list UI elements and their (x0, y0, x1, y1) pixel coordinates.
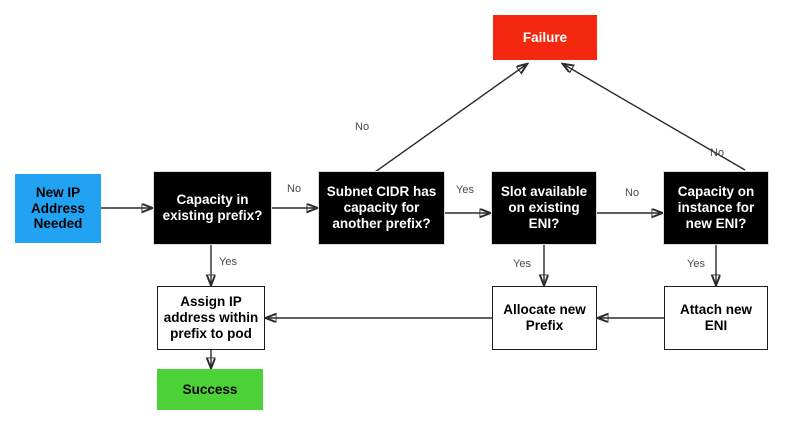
node-subnet-cidr-capacity[interactable]: Subnet CIDR has capacity for another pre… (319, 172, 444, 244)
edge-label-subnet-no: No (355, 121, 370, 133)
node-slot-available-on-existing-eni-label: Slot available on existing ENI? (500, 184, 588, 231)
edge-label-subnet-yes: Yes (456, 184, 474, 196)
node-allocate-new-prefix[interactable]: Allocate new Prefix (492, 286, 597, 350)
node-assign-ip-address[interactable]: Assign IP address within prefix to pod (157, 286, 265, 350)
node-capacity-in-existing-prefix-label: Capacity in existing prefix? (162, 192, 263, 223)
node-slot-available-on-existing-eni[interactable]: Slot available on existing ENI? (492, 172, 596, 244)
edge-label-slot-no: No (625, 187, 640, 199)
node-assign-ip-address-label: Assign IP address within prefix to pod (163, 294, 259, 341)
node-capacity-in-existing-prefix[interactable]: Capacity in existing prefix? (154, 172, 271, 244)
node-success[interactable]: Success (157, 369, 263, 410)
node-failure-label: Failure (522, 29, 568, 45)
node-capacity-on-instance-for-new-eni[interactable]: Capacity on instance for new ENI? (664, 172, 768, 244)
node-success-label: Success (182, 381, 238, 397)
edge-label-cap-prefix-yes: Yes (219, 256, 237, 268)
edge-subnet-to-failure (374, 64, 527, 173)
node-allocate-new-prefix-label: Allocate new Prefix (503, 302, 586, 333)
node-start-label: New IP Address Needed (30, 184, 86, 232)
node-failure[interactable]: Failure (493, 15, 597, 60)
edge-label-cap-prefix-no: No (287, 183, 302, 195)
edge-label-instance-yes: Yes (687, 258, 705, 270)
edge-label-instance-no: No (710, 147, 725, 159)
node-capacity-on-instance-for-new-eni-label: Capacity on instance for new ENI? (677, 184, 755, 231)
node-subnet-cidr-capacity-label: Subnet CIDR has capacity for another pre… (326, 184, 437, 231)
node-start[interactable]: New IP Address Needed (15, 174, 101, 243)
edge-label-slot-yes: Yes (513, 258, 531, 270)
node-attach-new-eni-label: Attach new ENI (679, 302, 752, 333)
node-attach-new-eni[interactable]: Attach new ENI (664, 286, 768, 350)
